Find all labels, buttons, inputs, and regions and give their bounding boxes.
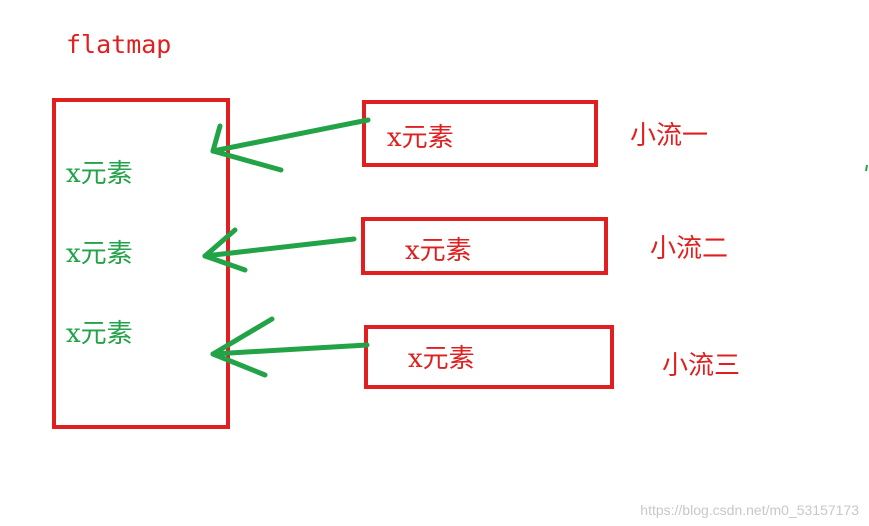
arrow-3 [210, 316, 370, 378]
sub-stream-element-3: x元素 [408, 344, 475, 374]
merged-element-1: x元素 [66, 159, 133, 189]
merged-element-3: x元素 [66, 319, 133, 349]
sub-stream-box-3 [364, 325, 614, 389]
sub-stream-label-1: 小流一 [630, 121, 709, 151]
sub-stream-element-1: x元素 [387, 123, 454, 153]
stray-mark [865, 164, 868, 172]
watermark: https://blog.csdn.net/m0_53157173 [640, 502, 859, 518]
sub-stream-label-2: 小流二 [650, 234, 729, 264]
sub-stream-label-3: 小流三 [662, 351, 741, 381]
merged-element-2: x元素 [66, 239, 133, 269]
arrow-1 [210, 117, 371, 173]
sub-stream-element-2: x元素 [405, 236, 472, 266]
sub-stream-box-1 [362, 100, 598, 167]
sub-stream-box-2 [361, 217, 608, 275]
arrow-2 [202, 227, 357, 273]
diagram-title: flatmap [66, 30, 172, 59]
